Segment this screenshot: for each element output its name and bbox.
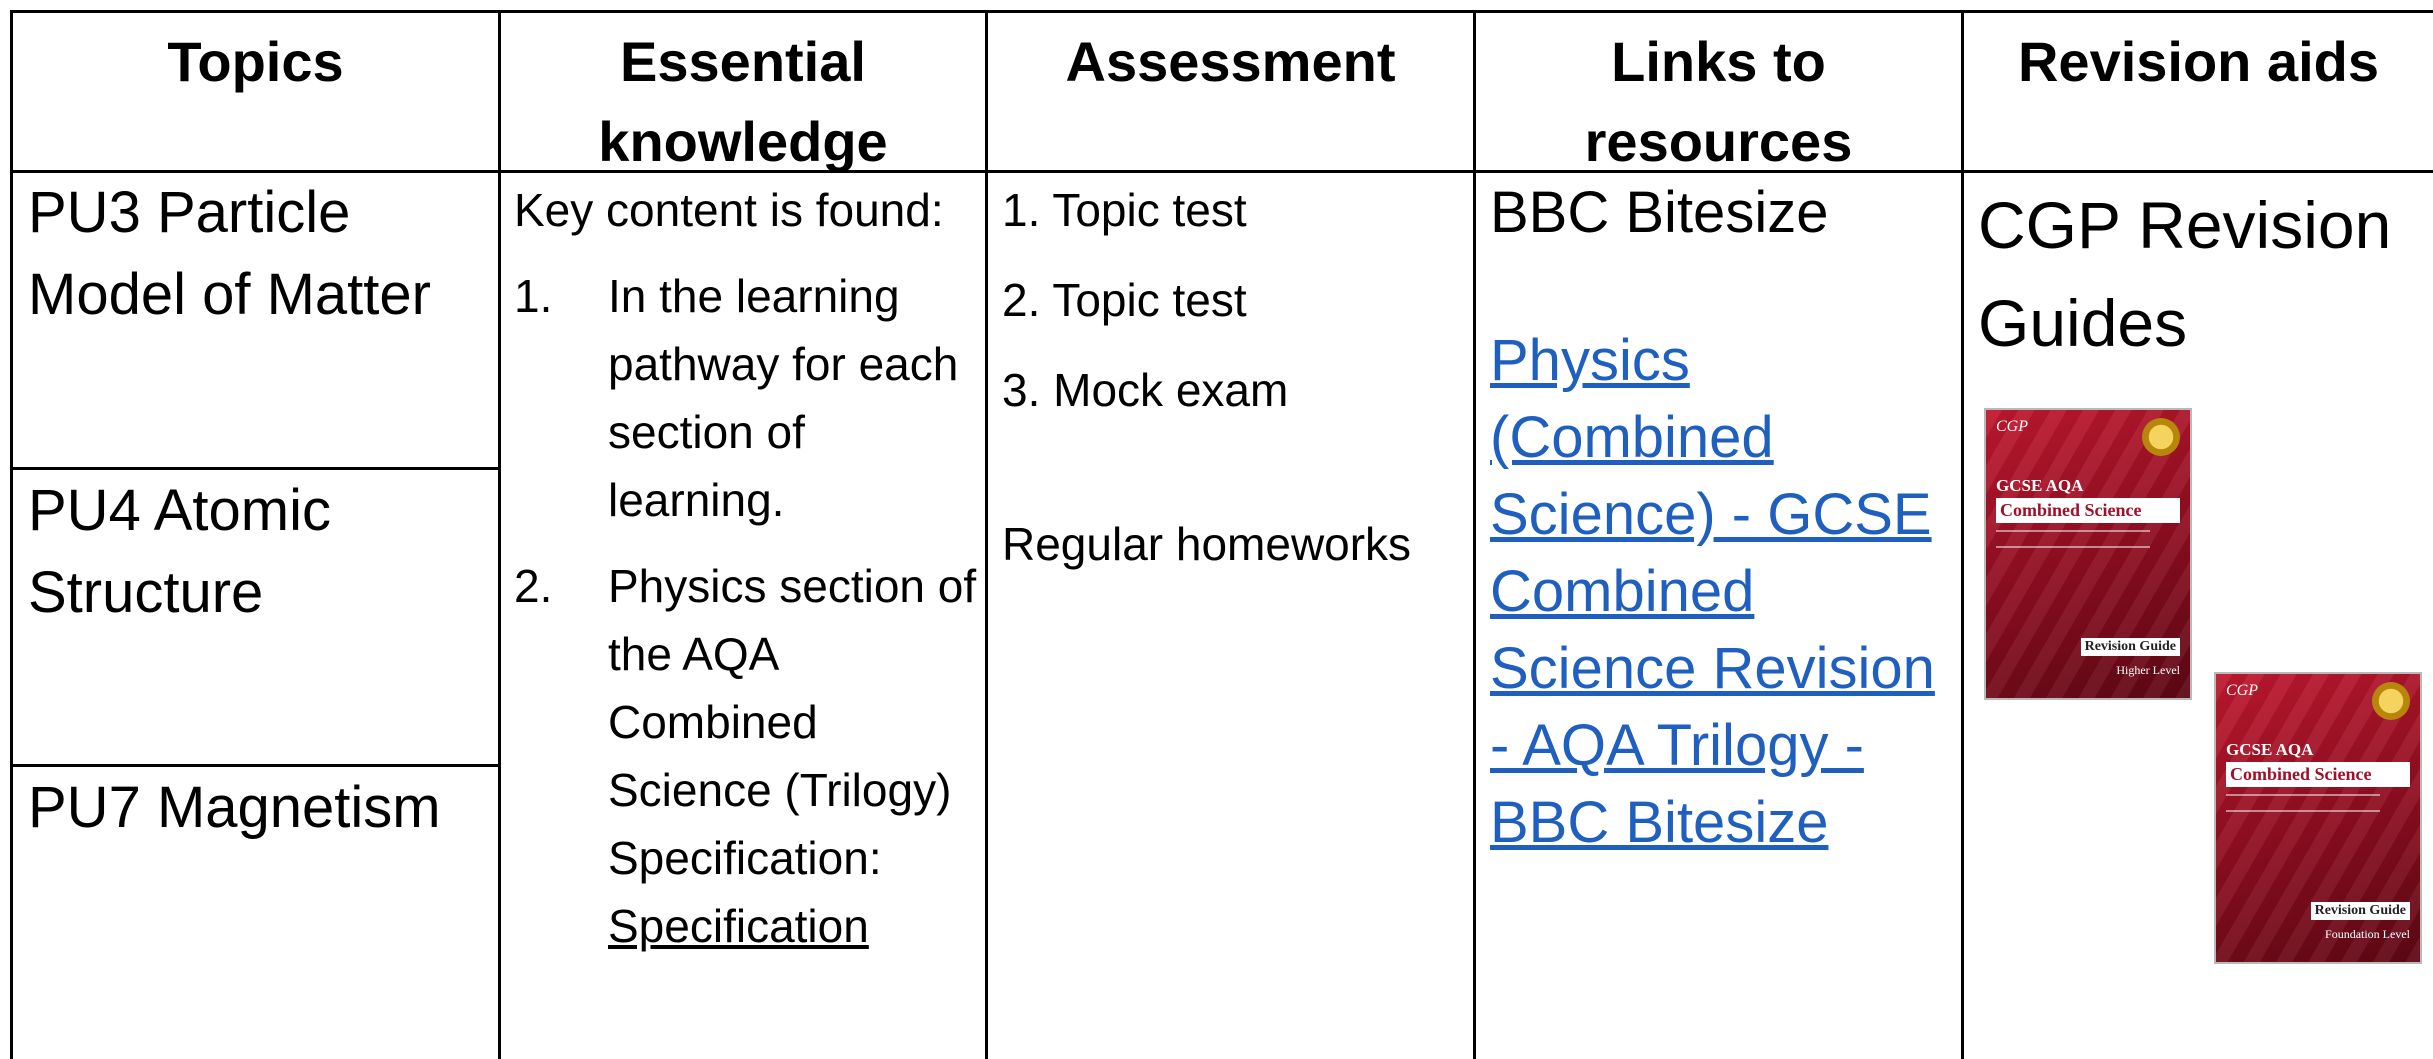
topic-divider-2 bbox=[10, 764, 500, 767]
knowledge-item: 1. In the learning pathway for each sect… bbox=[514, 270, 959, 526]
assessment-cell: 1. Topic test 2. Topic test 3. Mock exam… bbox=[1002, 176, 1467, 600]
col-border-2 bbox=[985, 10, 988, 1059]
topic-cell-pu7: PU7 Magnetism bbox=[28, 775, 441, 840]
knowledge-list: 1. In the learning pathway for each sect… bbox=[514, 262, 979, 960]
knowledge-cell: Key content is found: 1. In the learning… bbox=[514, 176, 979, 978]
assessment-item: 2. Topic test bbox=[1002, 274, 1247, 326]
header-revision-aids: Revision aids bbox=[2017, 30, 2380, 93]
cgp-seal-icon bbox=[2142, 418, 2180, 456]
knowledge-item: 2. Physics section of the AQA Combined S… bbox=[514, 560, 977, 952]
topic-divider-1 bbox=[10, 467, 500, 470]
assessment-extra: Regular homeworks bbox=[1002, 518, 1412, 570]
knowledge-intro: Key content is found: bbox=[514, 184, 944, 236]
bbc-bitesize-link[interactable]: Physics (Combined Science) - GCSE Combin… bbox=[1490, 328, 1935, 855]
col-border-4 bbox=[1961, 10, 1964, 1059]
col-border-1 bbox=[498, 10, 501, 1059]
col-border-3 bbox=[1473, 10, 1476, 1059]
col-border-0 bbox=[10, 10, 13, 1059]
assessment-item: 1. Topic test bbox=[1002, 184, 1247, 236]
resources-cell: BBC Bitesize Physics (Combined Science) … bbox=[1490, 172, 1955, 861]
header-topics: Topics bbox=[167, 30, 344, 93]
header-assessment: Assessment bbox=[1065, 30, 1396, 93]
cgp-book-higher-image: CGP GCSE AQA Combined Science Revision G… bbox=[1984, 408, 2192, 700]
assessment-item: 3. Mock exam bbox=[1002, 364, 1289, 416]
header-divider bbox=[10, 170, 2433, 173]
table-top-border bbox=[10, 10, 2433, 13]
specification-link[interactable]: Specification bbox=[608, 900, 869, 952]
cgp-seal-icon bbox=[2372, 682, 2410, 720]
revision-title: CGP Revision Guides bbox=[1978, 188, 2392, 360]
topic-cell-pu3: PU3 Particle Model of Matter bbox=[28, 180, 431, 327]
topic-cell-pu4: PU4 Atomic Structure bbox=[28, 478, 331, 625]
cgp-book-foundation-image: CGP GCSE AQA Combined Science Revision G… bbox=[2214, 672, 2422, 964]
resources-label: BBC Bitesize bbox=[1490, 180, 1829, 245]
revision-cell: CGP Revision Guides bbox=[1978, 176, 2428, 372]
